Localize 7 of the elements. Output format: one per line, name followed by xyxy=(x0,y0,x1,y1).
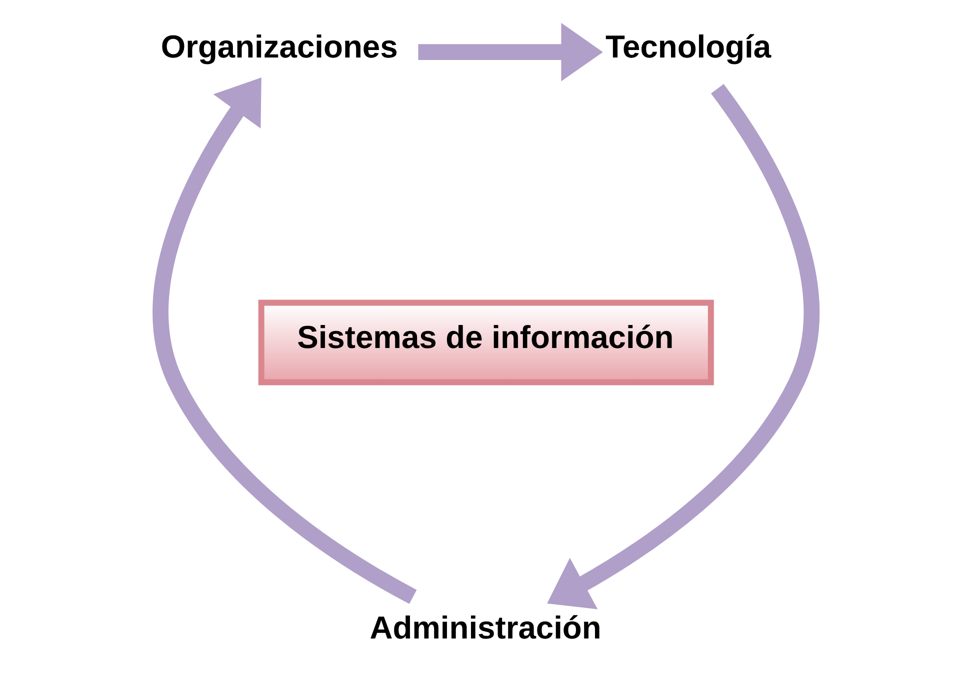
node-text: Tecnología xyxy=(604,28,771,65)
node-text: Organizaciones xyxy=(160,28,398,65)
node-box: Sistemas de información xyxy=(258,300,714,386)
arrow xyxy=(418,22,602,82)
arrow xyxy=(546,84,819,610)
node-text: Administración xyxy=(369,610,601,646)
arrow xyxy=(152,78,416,604)
